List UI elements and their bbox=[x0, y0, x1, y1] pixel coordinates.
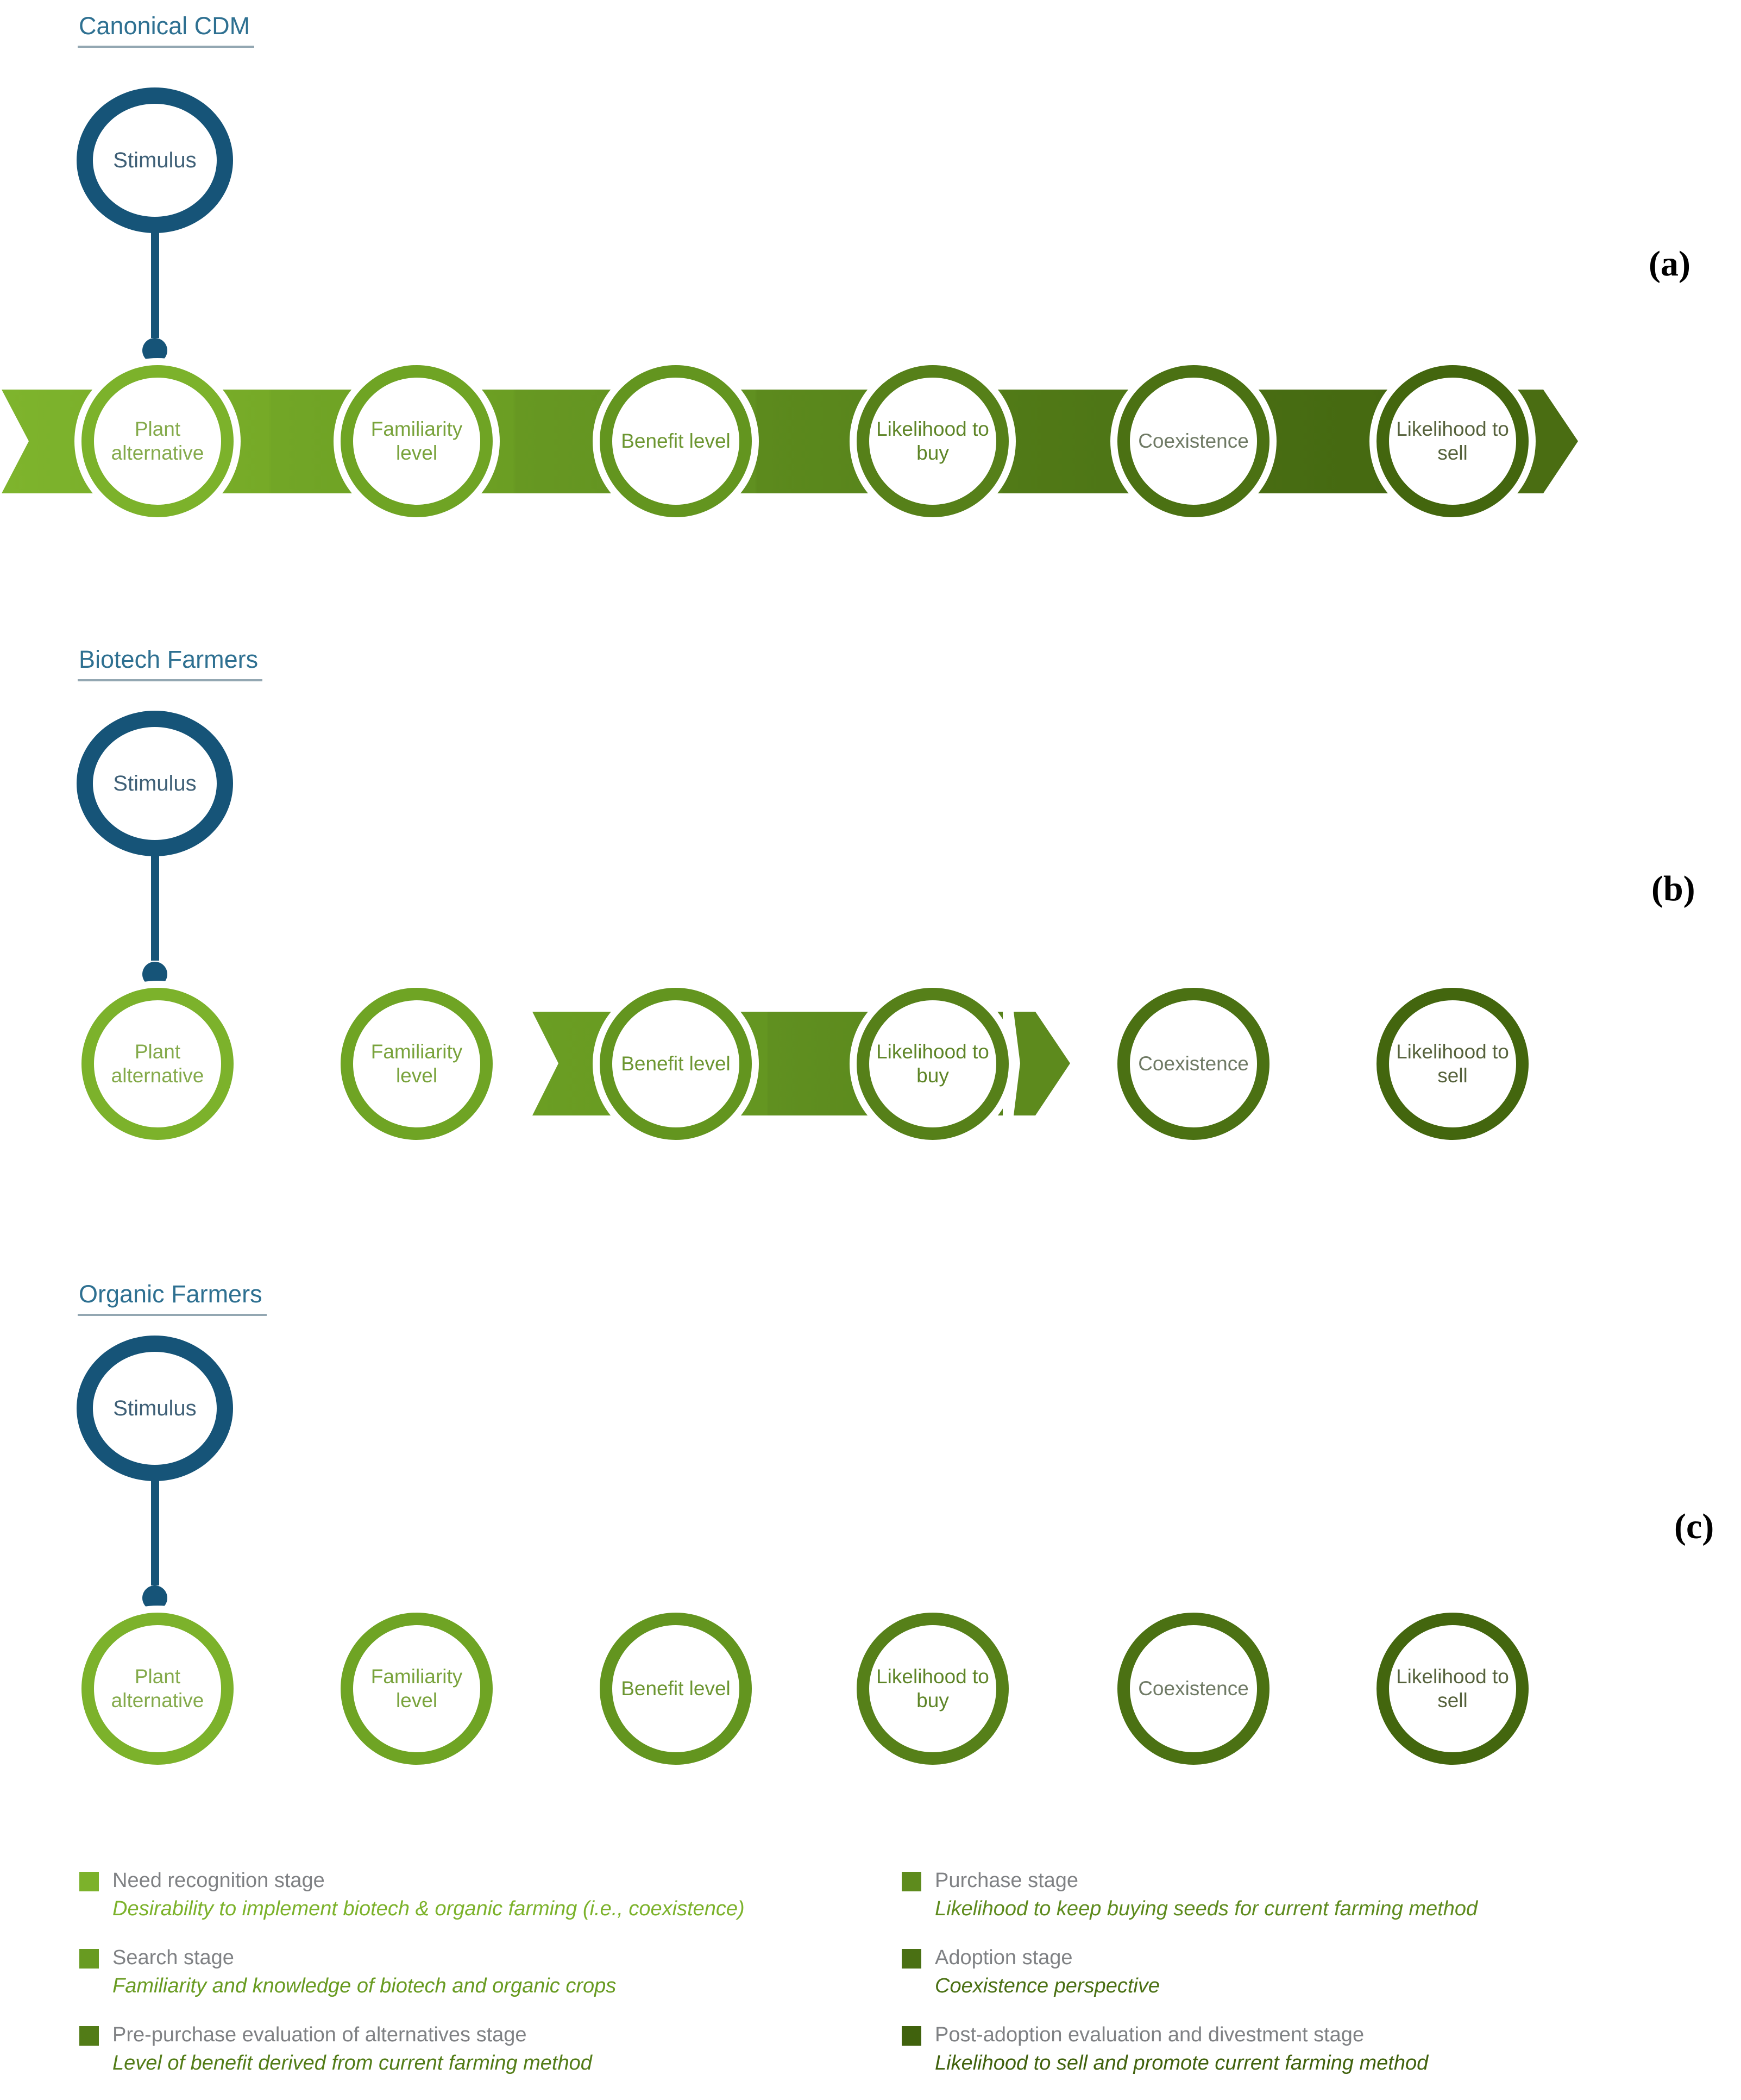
stage-label: Likelihood to sell bbox=[1396, 1665, 1509, 1712]
legend-stage-title: Purchase stage bbox=[935, 1869, 1079, 1892]
stage-circle-likelihood-to-buy: Likelihood to buy bbox=[857, 1613, 1009, 1765]
stage-circle-likelihood-to-sell: Likelihood to sell bbox=[1377, 1613, 1529, 1765]
stage-label: Coexistence bbox=[1138, 430, 1249, 453]
legend-stage-description: Likelihood to keep buying seeds for curr… bbox=[935, 1897, 1478, 1920]
legend-stage-description: Familiarity and knowledge of biotech and… bbox=[112, 1974, 617, 1997]
stage-label: Familiarity level bbox=[370, 1665, 463, 1712]
stage-circle-familiarity-level: Familiarity level bbox=[341, 365, 493, 517]
legend-stage-title: Pre-purchase evaluation of alternatives … bbox=[112, 2023, 527, 2046]
legend-bullet-adoption bbox=[902, 1949, 921, 1969]
legend-stage-title: Need recognition stage bbox=[112, 1869, 325, 1892]
stimulus-circle-c: Stimulus bbox=[77, 1336, 233, 1481]
legend-stage-title: Post-adoption evaluation and divestment … bbox=[935, 2023, 1365, 2046]
stage-circle-familiarity-level: Familiarity level bbox=[341, 988, 493, 1140]
stimulus-label-b: Stimulus bbox=[113, 771, 197, 795]
legend-stage-title: Adoption stage bbox=[935, 1946, 1073, 1969]
stage-label: Coexistence bbox=[1138, 1052, 1249, 1075]
stage-label: Likelihood to buy bbox=[876, 418, 989, 464]
stage-circle-likelihood-to-sell: Likelihood to sell bbox=[1377, 988, 1529, 1140]
legend-bullet-purchase bbox=[902, 1872, 921, 1891]
stimulus-connector-b bbox=[151, 854, 159, 961]
panel-b-heading: Biotech Farmers bbox=[78, 645, 263, 681]
stage-circle-likelihood-to-buy: Likelihood to buy bbox=[857, 988, 1009, 1140]
legend-bullet-need-recognition bbox=[79, 1872, 99, 1891]
stage-circle-likelihood-to-buy: Likelihood to buy bbox=[857, 365, 1009, 517]
legend-bullet-post-adoption bbox=[902, 2026, 921, 2046]
stage-circle-coexistence: Coexistence bbox=[1117, 1613, 1269, 1765]
legend-stage-description: Desirability to implement biotech & orga… bbox=[112, 1897, 745, 1920]
stage-circle-plant-alternative: Plant alternative bbox=[81, 1613, 234, 1765]
stage-circle-benefit-level: Benefit level bbox=[600, 365, 752, 517]
legend-stage-description: Likelihood to sell and promote current f… bbox=[935, 2052, 1429, 2074]
stage-label: Familiarity level bbox=[370, 418, 463, 464]
stage-label: Likelihood to buy bbox=[876, 1665, 989, 1712]
stage-circle-benefit-level: Benefit level bbox=[600, 1613, 752, 1765]
stage-circle-familiarity-level: Familiarity level bbox=[341, 1613, 493, 1765]
stage-label: Likelihood to sell bbox=[1396, 1040, 1509, 1087]
legend-bullet-pre-purchase bbox=[79, 2026, 99, 2046]
stage-circle-coexistence: Coexistence bbox=[1117, 365, 1269, 517]
panel-label-c: (c) bbox=[1674, 1507, 1714, 1546]
legend-bullet-search bbox=[79, 1949, 99, 1969]
stimulus-connector-dot-c bbox=[142, 1585, 167, 1610]
panel-a-heading: Canonical CDM bbox=[78, 12, 255, 48]
stage-label: Plant alternative bbox=[111, 418, 204, 464]
stage-circle-likelihood-to-sell: Likelihood to sell bbox=[1377, 365, 1529, 517]
stage-circle-benefit-level: Benefit level bbox=[600, 988, 752, 1140]
stage-circle-coexistence: Coexistence bbox=[1117, 988, 1269, 1140]
stimulus-connector-dot-b bbox=[142, 962, 167, 987]
legend-stage-description: Coexistence perspective bbox=[935, 1974, 1160, 1997]
stage-label: Coexistence bbox=[1138, 1677, 1249, 1700]
stage-label: Benefit level bbox=[621, 430, 731, 453]
stage-circle-plant-alternative: Plant alternative bbox=[81, 365, 234, 517]
stimulus-connector-a bbox=[151, 231, 159, 338]
band-arrowhead-b bbox=[1014, 1012, 1070, 1115]
stimulus-circle-a: Stimulus bbox=[77, 87, 233, 233]
stage-label: Plant alternative bbox=[111, 1040, 204, 1087]
stimulus-label-c: Stimulus bbox=[113, 1396, 197, 1420]
stimulus-circle-b: Stimulus bbox=[77, 711, 233, 856]
stage-label: Benefit level bbox=[621, 1052, 731, 1075]
stage-label: Likelihood to buy bbox=[876, 1040, 989, 1087]
stage-label: Likelihood to sell bbox=[1396, 418, 1509, 464]
band-arrowhead-a bbox=[1517, 390, 1578, 493]
stimulus-label-a: Stimulus bbox=[113, 148, 197, 172]
panel-c-heading: Organic Farmers bbox=[78, 1280, 267, 1316]
stimulus-connector-c bbox=[151, 1479, 159, 1585]
legend-stage-description: Level of benefit derived from current fa… bbox=[112, 2052, 592, 2074]
stage-circle-plant-alternative: Plant alternative bbox=[81, 988, 234, 1140]
stage-label: Plant alternative bbox=[111, 1665, 204, 1712]
panel-label-a: (a) bbox=[1649, 244, 1690, 284]
stage-label: Benefit level bbox=[621, 1677, 731, 1700]
panel-label-b: (b) bbox=[1651, 869, 1695, 908]
legend-stage-title: Search stage bbox=[112, 1946, 234, 1969]
arrow-band-a bbox=[2, 390, 1578, 493]
stimulus-connector-dot-a bbox=[142, 338, 167, 363]
stage-label: Familiarity level bbox=[370, 1040, 463, 1087]
